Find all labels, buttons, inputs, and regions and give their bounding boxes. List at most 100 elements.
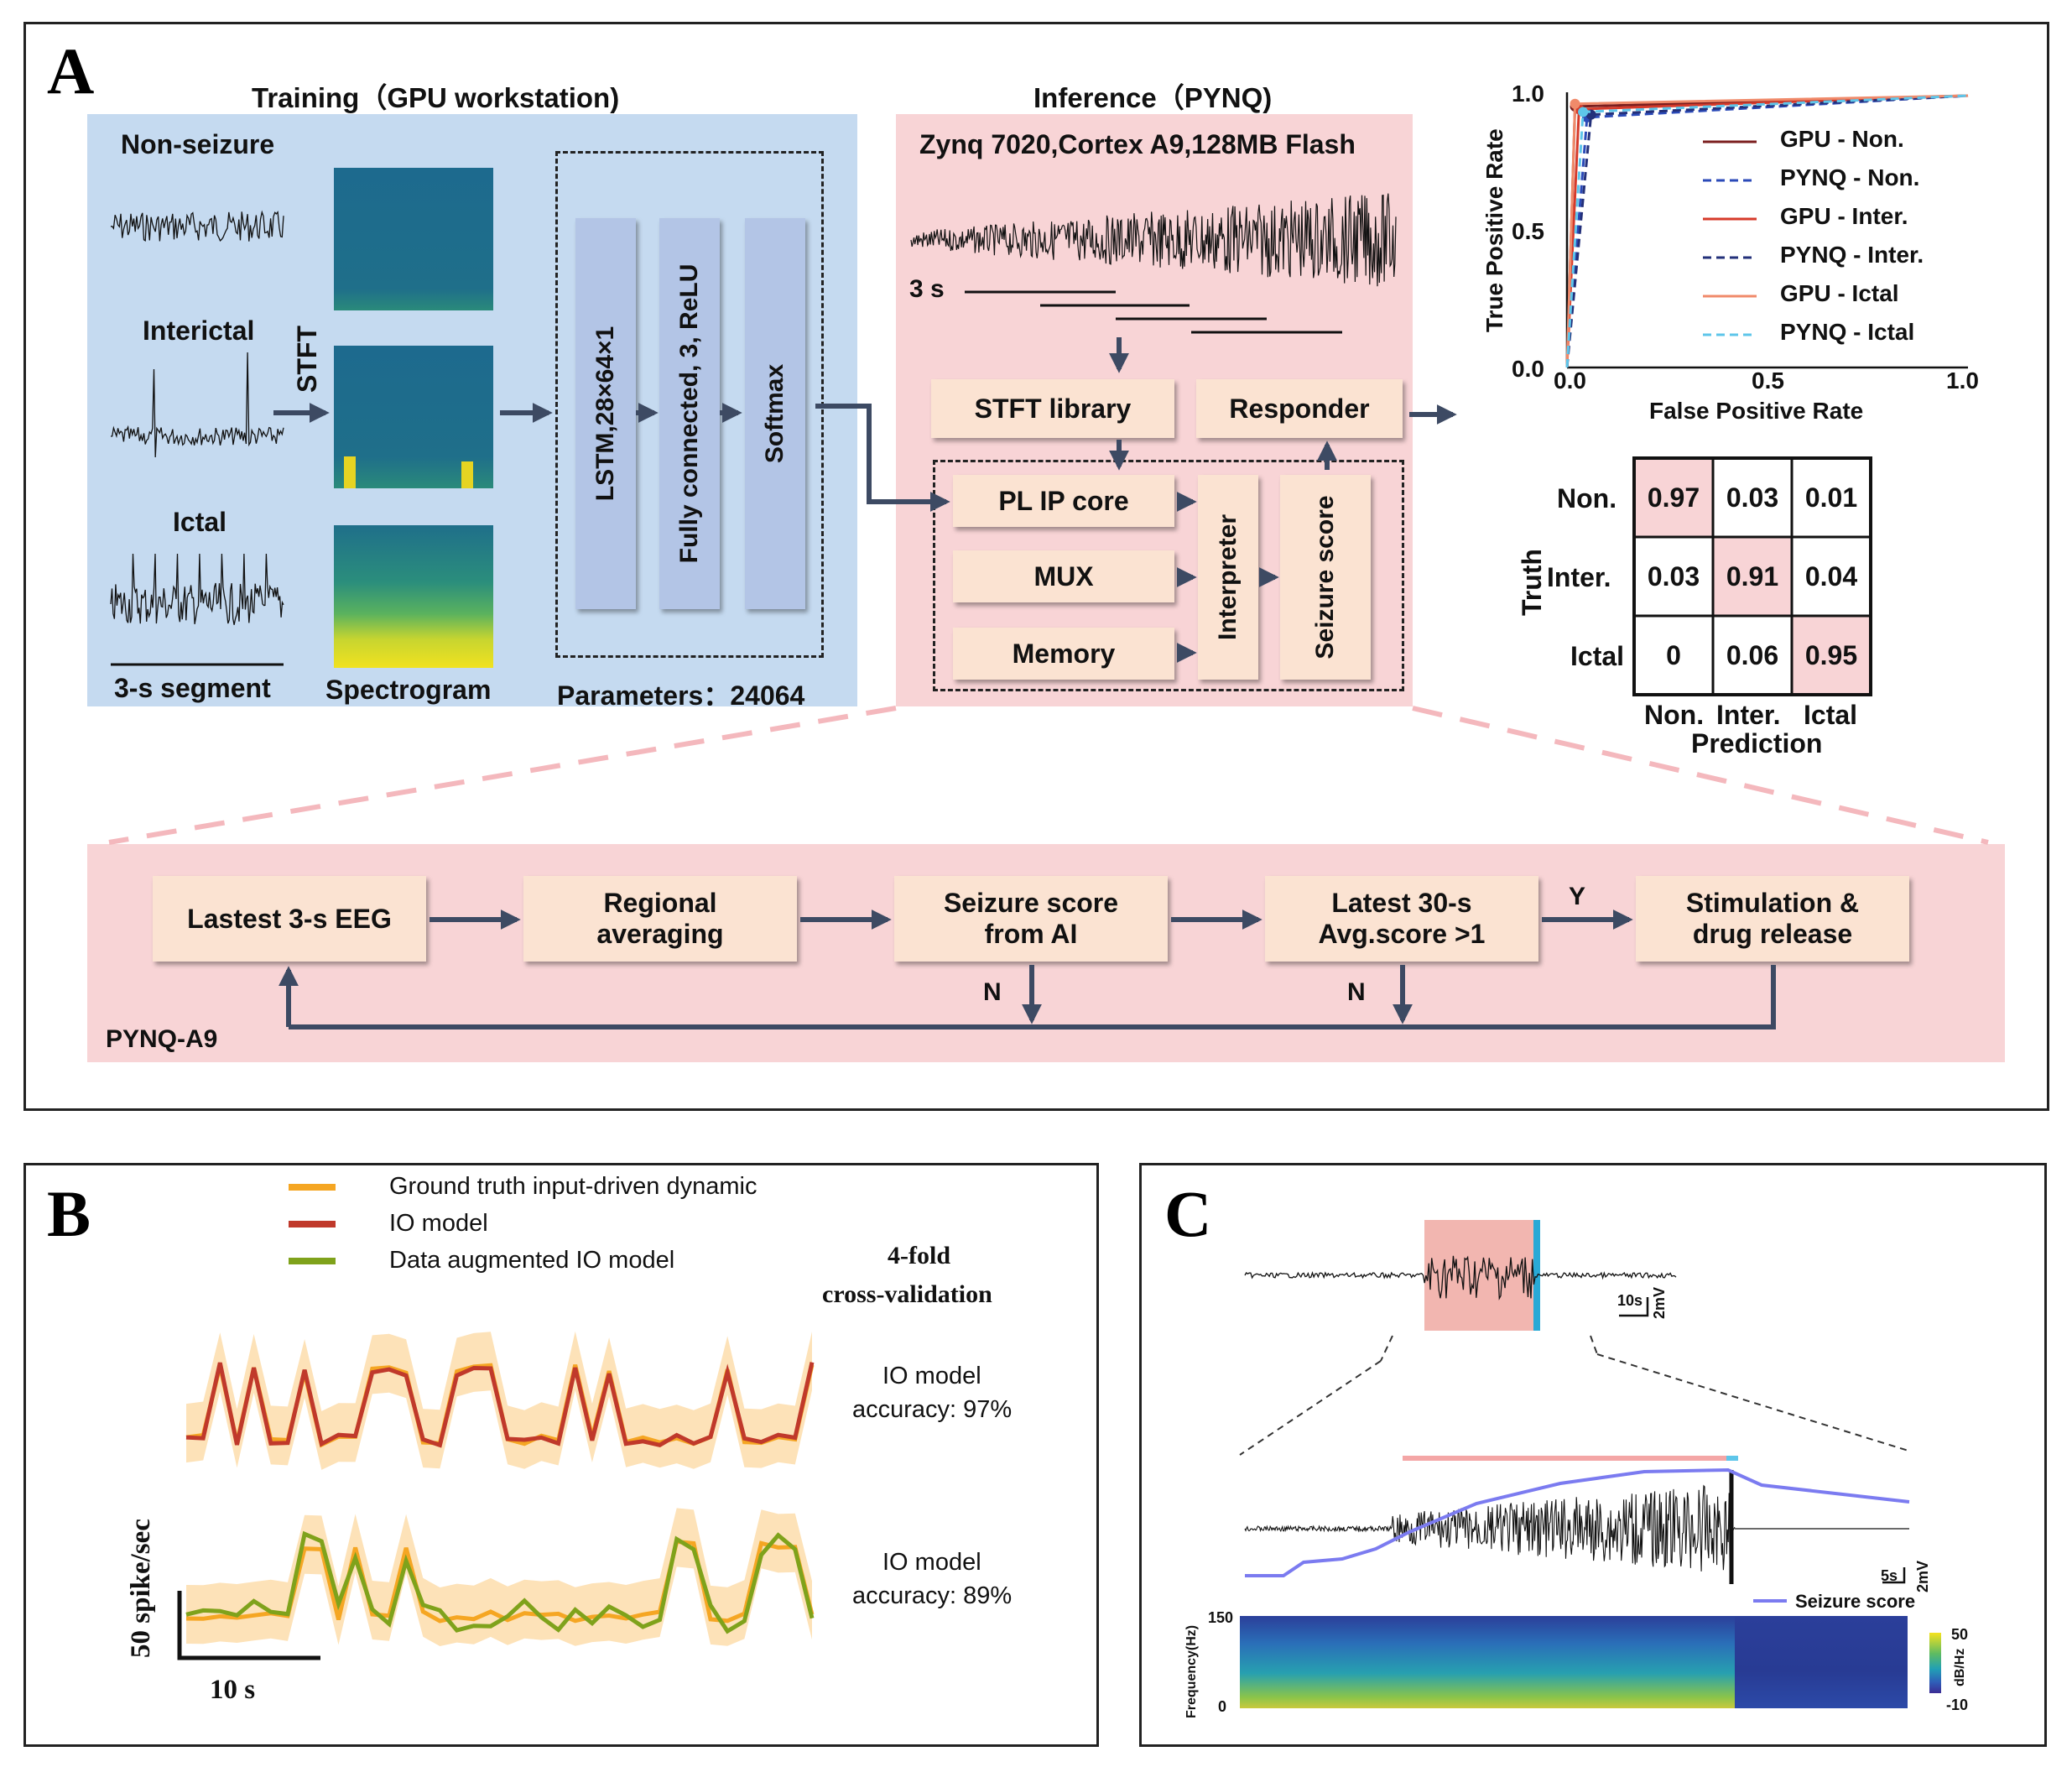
cm-border — [1632, 456, 1872, 696]
b-bottom-confidence-band — [186, 1508, 812, 1646]
c-zoom-left — [1239, 1360, 1382, 1456]
roc-xtick-0: 0.0 — [1554, 367, 1586, 394]
b-acc1-line2: accuracy: 97% — [852, 1396, 1013, 1423]
roc-legend-6: PYNQ - Ictal — [1780, 319, 1915, 345]
b-cv-line2: cross-validation — [822, 1280, 992, 1308]
eeg-interictal-trace — [110, 352, 284, 458]
spectrogram-ictal — [334, 525, 493, 668]
segment-label: 3-s segment — [114, 673, 271, 703]
flow-step-1: Lastest 3-s EEG — [153, 876, 426, 962]
c-spectrogram-post — [1735, 1616, 1908, 1708]
cm-cell-1-0: 0.03 — [1647, 560, 1700, 592]
b-legend-aug: Data augmented IO model — [389, 1247, 675, 1274]
roc-point-5 — [1570, 98, 1580, 109]
training-title: Training（GPU workstation) — [252, 82, 620, 113]
pl-ip-core-box: PL IP core — [953, 475, 1174, 527]
flow-yes-label: Y — [1569, 883, 1586, 910]
eeg-non-seizure-trace — [110, 210, 284, 242]
stft-library-box: STFT library — [931, 379, 1174, 438]
zoom-line-right — [1412, 706, 1989, 845]
c-detection-bar — [1533, 1220, 1540, 1331]
spectrogram-inter — [334, 346, 493, 488]
zynq-label: Zynq 7020,Cortex A9,128MB Flash — [919, 129, 1356, 159]
panel-c-letter: C — [1164, 1177, 1212, 1250]
spectrogram-non — [334, 168, 493, 310]
lstm-layer: LSTM,28×64×1 — [575, 218, 636, 609]
eeg-ictal-trace — [110, 553, 284, 625]
c-seizure-score-line — [1245, 1467, 1910, 1577]
cm-cell-2-1: 0.06 — [1726, 639, 1779, 670]
fc-layer: Fully connected, 3, ReLU — [659, 218, 720, 609]
b-top-io-line — [185, 1362, 815, 1448]
memory-box: Memory — [953, 628, 1174, 680]
roc-curve-6 — [1565, 94, 1969, 368]
b-acc2-line2: accuracy: 89% — [852, 1582, 1013, 1609]
non-seizure-label: Non-seizure — [121, 129, 275, 159]
flow-no-label-2: N — [1347, 978, 1366, 1006]
cm-col-ictal: Ictal — [1804, 700, 1858, 730]
b-cv-line1: 4-fold — [888, 1242, 950, 1269]
cm-row-non: Non. — [1557, 483, 1617, 513]
c-scale1-time: 10s — [1617, 1292, 1643, 1309]
seizure-score-box: Seizure score — [1280, 475, 1371, 680]
roc-curve-3 — [1565, 94, 1969, 368]
flow-step-5: Stimulation & drug release — [1636, 876, 1909, 962]
inference-title: Inference（PYNQ) — [1033, 82, 1273, 113]
b-scalebar — [177, 1591, 320, 1660]
flow-step-3: Seizure score from AI — [894, 876, 1168, 962]
flow-pynq-label: PYNQ-A9 — [106, 1025, 218, 1053]
b-acc2-line1: IO model — [882, 1549, 981, 1576]
flow-step-4: Latest 30-s Avg.score >1 — [1265, 876, 1538, 962]
interictal-label: Interictal — [143, 315, 255, 346]
cm-xlabel: Prediction — [1691, 728, 1823, 758]
flow-no-label-1: N — [983, 978, 1002, 1006]
c-zoom-right — [1596, 1353, 1912, 1452]
roc-point-6 — [1578, 107, 1589, 117]
flow-feedback-line — [289, 965, 1776, 1029]
c-zoom-right-short — [1590, 1335, 1598, 1355]
roc-legend-5: GPU - Ictal — [1780, 280, 1899, 306]
roc-curve-5 — [1565, 94, 1969, 368]
c-scale2-time: 5s — [1881, 1567, 1898, 1584]
c-zoom-left-short — [1380, 1335, 1393, 1362]
roc-xlabel: False Positive Rate — [1649, 398, 1864, 424]
roc-ytick-0: 0.0 — [1512, 356, 1544, 382]
c-colorbar — [1929, 1633, 1941, 1693]
c-scalebar-2 — [1882, 1567, 1906, 1584]
c-cbar-top: 50 — [1951, 1626, 1969, 1643]
roc-xtick-1: 1.0 — [1946, 367, 1979, 394]
cm-col-non: Non. — [1644, 700, 1705, 730]
roc-curve-2 — [1565, 94, 1969, 368]
roc-xtick-05: 0.5 — [1752, 367, 1784, 394]
c-freq-top: 150 — [1208, 1609, 1234, 1626]
cm-cell-1-2: 0.04 — [1804, 560, 1858, 592]
c-freq-bottom: 0 — [1218, 1698, 1227, 1715]
to-inference-arrow — [815, 404, 950, 512]
flow-step-2: Regional averaging — [523, 876, 797, 962]
cm-row-inter: Inter. — [1547, 562, 1611, 592]
responder-box: Responder — [1196, 379, 1403, 438]
c-cbar-bottom: -10 — [1946, 1697, 1969, 1713]
c-overview-trace — [1244, 1255, 1677, 1300]
c-zoom-trace — [1244, 1484, 1736, 1572]
spectrogram-label: Spectrogram — [325, 675, 492, 705]
b-xscale-label: 10 s — [210, 1675, 256, 1705]
cm-row-ictal: Ictal — [1570, 641, 1625, 671]
cm-cell-1-1: 0.91 — [1713, 537, 1792, 616]
inference-eeg-trace — [910, 193, 1397, 287]
panel-a-letter: A — [47, 34, 95, 107]
b-legend-io: IO model — [389, 1210, 488, 1237]
c-scalebar-1 — [1619, 1297, 1649, 1317]
b-bottom-aug-line — [185, 1530, 815, 1634]
cm-cell-2-0: 0 — [1666, 639, 1681, 670]
roc-legend-3: GPU - Inter. — [1780, 203, 1908, 229]
roc-curve-1 — [1565, 94, 1969, 368]
mux-box: MUX — [953, 550, 1174, 602]
roc-curve-4 — [1565, 94, 1969, 368]
c-score-legend: Seizure score — [1795, 1591, 1916, 1612]
roc-legend-2: PYNQ - Non. — [1780, 164, 1920, 190]
c-spectrogram — [1240, 1616, 1735, 1708]
cm-cell-0-1: 0.03 — [1726, 482, 1779, 513]
roc-legend-4: PYNQ - Inter. — [1780, 242, 1924, 268]
